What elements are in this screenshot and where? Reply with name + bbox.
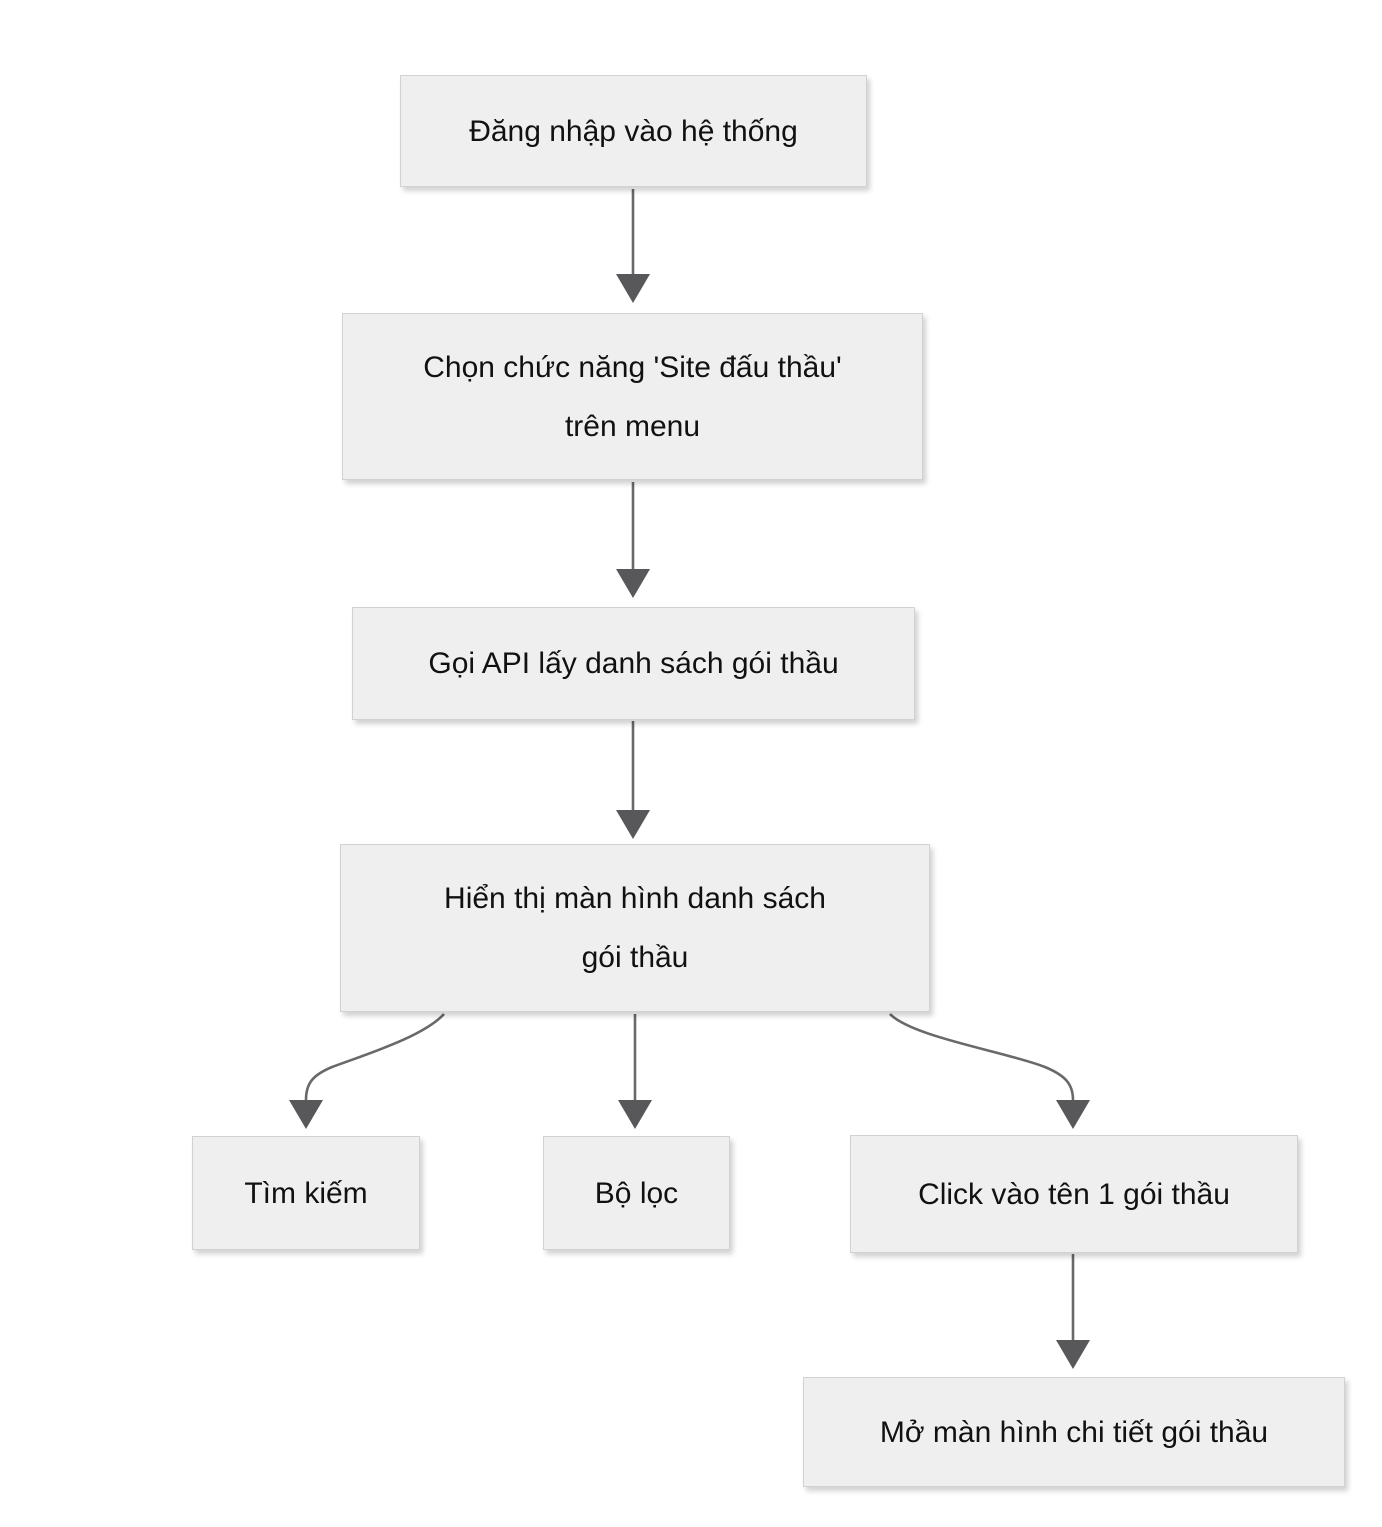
node-filter: Bộ lọc — [543, 1136, 730, 1250]
arrow-display-list-to-click-name — [889, 1013, 1090, 1129]
node-open-detail: Mở màn hình chi tiết gói thầu — [803, 1377, 1345, 1487]
node-login-label: Đăng nhập vào hệ thống — [469, 114, 798, 148]
node-filter-label: Bộ lọc — [594, 1176, 679, 1210]
arrow-display-list-to-filter — [618, 1014, 652, 1129]
node-display-list-label-line2: gói thầu — [581, 941, 689, 974]
node-login: Đăng nhập vào hệ thống — [400, 75, 867, 187]
node-open-detail-label: Mở màn hình chi tiết gói thầu — [879, 1415, 1269, 1449]
node-call-api-label: Gọi API lấy danh sách gói thầu — [428, 647, 839, 680]
node-display-list: Hiển thị màn hình danh sách gói thầu — [340, 844, 930, 1012]
node-display-list-label-line1: Hiển thị màn hình danh sách — [444, 882, 826, 915]
arrow-login-to-choose-menu — [616, 189, 650, 303]
node-call-api: Gọi API lấy danh sách gói thầu — [352, 607, 915, 720]
node-search: Tìm kiếm — [192, 1136, 420, 1250]
node-choose-site-menu: Chọn chức năng 'Site đấu thầu' trên menu — [342, 313, 923, 480]
node-search-label: Tìm kiếm — [244, 1176, 368, 1210]
arrow-call-api-to-display-list — [616, 721, 650, 839]
node-choose-site-menu-label-line2: trên menu — [564, 409, 701, 443]
arrow-display-list-to-search — [289, 1013, 445, 1129]
arrow-click-name-to-open-detail — [1056, 1254, 1090, 1369]
node-choose-site-menu-label-line1: Chọn chức năng 'Site đấu thầu' — [423, 350, 842, 384]
node-click-package-name: Click vào tên 1 gói thầu — [850, 1135, 1298, 1253]
node-click-package-name-label: Click vào tên 1 gói thầu — [918, 1177, 1230, 1211]
arrow-choose-menu-to-call-api — [616, 482, 650, 598]
